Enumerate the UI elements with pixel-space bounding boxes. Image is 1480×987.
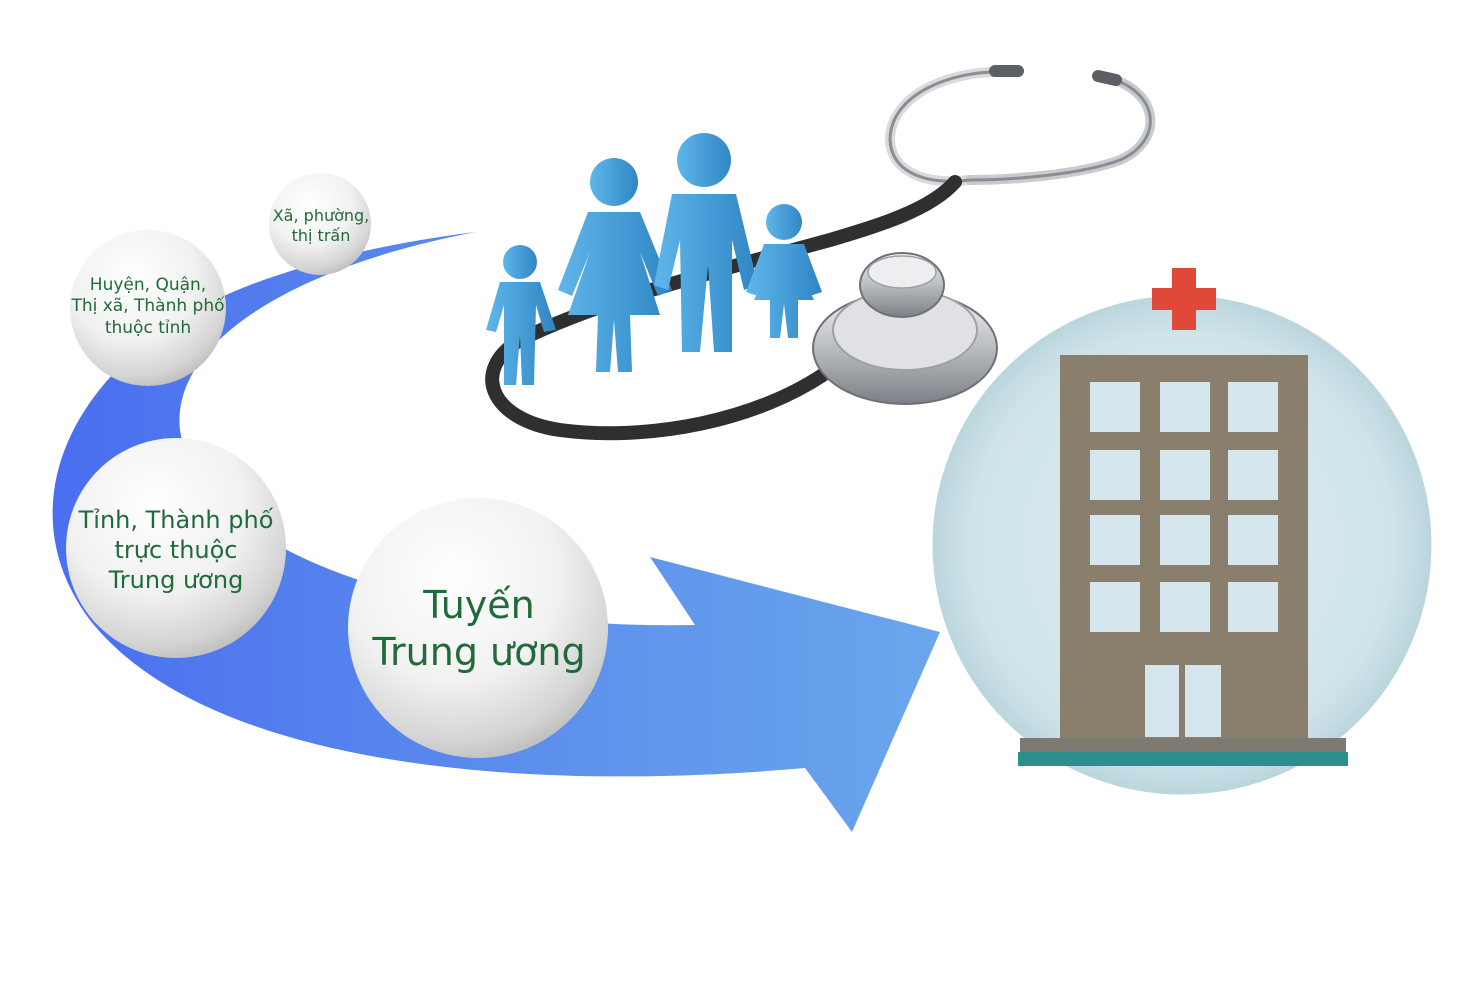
level-sphere-district (70, 230, 226, 386)
woman-figure (558, 158, 672, 372)
level-label-province-line2: trực thuộc (114, 536, 238, 564)
medical-cross-icon (1152, 268, 1216, 330)
level-label-commune: Xã, phường, thị trấn (268, 178, 374, 274)
man-figure (654, 133, 758, 352)
hospital-building-icon (1018, 355, 1348, 766)
level-label-central-line1: Tuyến (423, 582, 535, 627)
level-label-province-line3: Trung ương (108, 566, 244, 594)
level-sphere-commune (269, 173, 371, 275)
level-label-commune-line2: thị trấn (291, 226, 351, 245)
level-label-central: Tuyến Trung ương (348, 503, 610, 755)
level-label-district-line2: Thị xã, Thành phố (71, 296, 225, 317)
level-sphere-province (66, 438, 286, 658)
stethoscope-chestpiece-icon (812, 252, 998, 405)
level-label-central-line2: Trung ương (372, 630, 586, 674)
family-icon (486, 133, 822, 385)
level-label-commune-line1: Xã, phường, (272, 206, 370, 225)
level-label-district-line3: thuộc tỉnh (104, 317, 192, 338)
level-label-province-line1: Tỉnh, Thành phố (78, 506, 274, 534)
level-label-district: Huyện, Quận, Thị xã, Thành phố thuộc tỉn… (68, 232, 228, 382)
level-label-district-line1: Huyện, Quận, (89, 275, 207, 296)
child-figure-right (746, 204, 822, 338)
level-sphere-central (348, 498, 608, 758)
flow-arrow (52, 232, 940, 832)
level-label-province: Tỉnh, Thành phố trực thuộc Trung ương (66, 445, 286, 655)
stethoscope-icon (485, 65, 1156, 441)
child-figure-left (486, 245, 556, 385)
